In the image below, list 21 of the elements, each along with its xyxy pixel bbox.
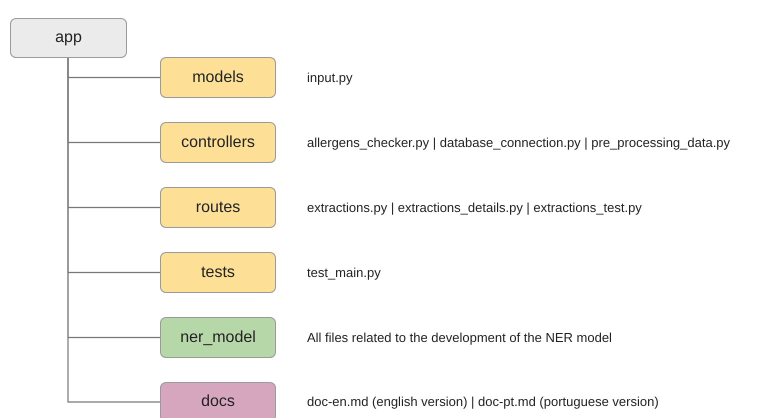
- folder-box: [160, 187, 276, 228]
- folder-box: [160, 317, 276, 358]
- file-list: input.py: [307, 70, 353, 84]
- file-list: test_main.py: [307, 264, 381, 280]
- folder-box: [160, 252, 276, 293]
- folder-box: [160, 122, 276, 163]
- folder-name: docs: [201, 393, 235, 411]
- folder-name: controllers: [181, 134, 255, 152]
- folder-box: [10, 18, 127, 58]
- folder-name: tests: [201, 264, 235, 282]
- file-list: doc-en.md (english version) | doc-pt.md (portuguese version): [307, 394, 659, 409]
- file-list: All files related to the development of the NER model: [307, 330, 612, 344]
- folder-box: [160, 382, 276, 418]
- file-list: allergens_checker.py | database_connection.py | pre_processing_data.py: [307, 134, 730, 150]
- connector-line: [67, 58, 160, 403]
- folder-name: app: [55, 29, 82, 47]
- folder-name: ner_model: [180, 328, 256, 346]
- folder-name: models: [192, 68, 244, 86]
- file-list: extractions.py | extractions_details.py | extractions_test.py: [307, 200, 642, 214]
- folder-box: [160, 57, 276, 98]
- folder-name: routes: [196, 198, 240, 216]
